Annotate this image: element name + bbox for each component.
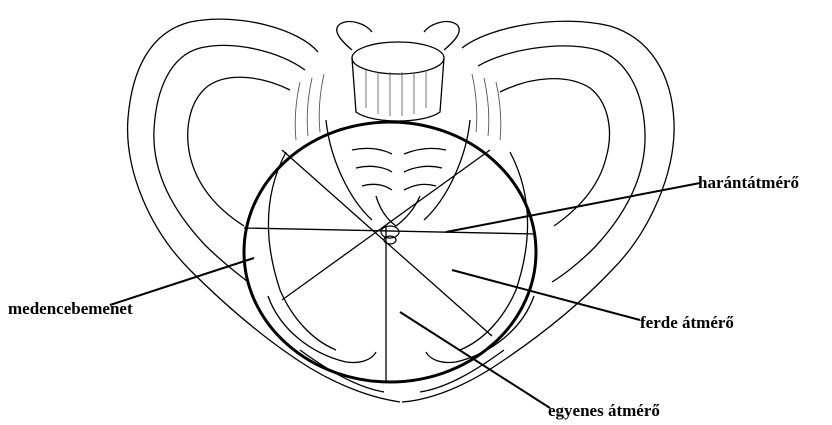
left-sacroiliac <box>295 74 324 140</box>
left-iliac-rim <box>188 77 290 226</box>
leader-oblique <box>452 270 640 320</box>
pelvic-bones <box>128 19 675 402</box>
right-obturator <box>426 296 534 363</box>
right-sacroiliac <box>472 74 501 140</box>
left-pelvic-wall <box>269 152 336 350</box>
right-iliac-wing-inner <box>478 46 645 282</box>
center-knot <box>381 226 399 244</box>
coccyx <box>376 196 420 226</box>
label-pelvic-inlet: medencebemenet <box>8 300 133 317</box>
right-pelvic-wall <box>460 152 527 350</box>
sacral-ridges <box>352 148 446 190</box>
leader-transverse <box>446 183 700 232</box>
pelvic-inlet-outline <box>244 122 536 382</box>
vertebra-hatching <box>366 70 426 116</box>
transverse-diameter <box>244 228 536 234</box>
label-oblique-diameter: ferde átmérő <box>640 314 734 331</box>
leader-inlet <box>110 258 254 305</box>
left-iliac-wing-outer <box>128 19 400 402</box>
left-obturator <box>268 296 376 363</box>
leader-lines <box>110 183 700 408</box>
sacrum-left <box>326 120 372 220</box>
label-transverse-diameter: harántátmérő <box>698 174 799 191</box>
leader-conjugate <box>400 312 550 408</box>
label-conjugate-diameter: egyenes átmérő <box>548 402 660 419</box>
vertebra-body-top <box>352 42 444 74</box>
